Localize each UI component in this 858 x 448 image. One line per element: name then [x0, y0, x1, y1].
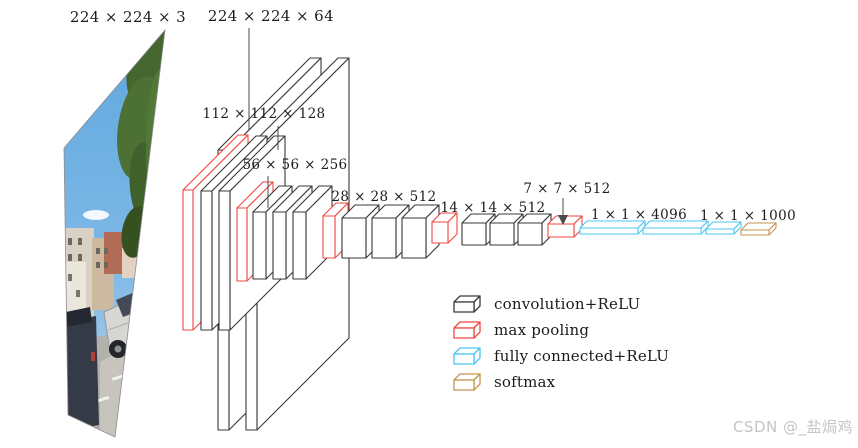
legend-label-convolution: convolution+ReLU — [494, 294, 641, 313]
label-input-224x224x3: 224 × 224 × 3 — [69, 8, 187, 26]
pool-block — [431, 212, 458, 244]
input-image-photo — [63, 28, 166, 438]
pool-box-icon — [453, 320, 481, 339]
legend: convolution+ReLU max pooling fully conne… — [452, 293, 669, 392]
legend-row-convolution: convolution+ReLU — [452, 293, 669, 314]
pointer-lines — [248, 28, 568, 225]
csdn-watermark: CSDN @_盐焗鸡 — [732, 418, 853, 436]
label-conv1-224x224x64: 224 × 224 × 64 — [207, 7, 335, 25]
conv-block — [517, 213, 552, 246]
fc-block — [579, 220, 646, 235]
photo-road-marking — [95, 395, 110, 403]
fc-box-icon — [453, 346, 481, 365]
legend-row-fully-connected: fully connected+ReLU — [452, 345, 669, 366]
arrow-head-icon — [558, 215, 568, 225]
label-fc-out-1x1x1000: 1 × 1 × 1000 — [699, 208, 797, 224]
conv-block — [292, 185, 333, 280]
legend-label-softmax: softmax — [494, 372, 556, 391]
fc-block — [642, 220, 709, 235]
photo-cloud — [83, 210, 109, 220]
legend-label-max-pooling: max pooling — [494, 320, 590, 339]
fc-block — [705, 221, 742, 235]
photo-road-marking — [111, 374, 125, 381]
legend-label-fully-connected: fully connected+ReLU — [494, 346, 670, 365]
layer-boxes — [182, 57, 777, 431]
softmax-block — [740, 222, 777, 236]
label-conv3-56x56x256: 56 × 56 × 256 — [242, 157, 348, 173]
photo-dark-vehicle — [64, 307, 99, 432]
label-conv5-14x14x512: 14 × 14 × 512 — [440, 200, 546, 216]
legend-row-max-pooling: max pooling — [452, 319, 669, 340]
label-pool5-7x7x512: 7 × 7 × 512 — [523, 181, 611, 197]
label-fc-1x1x4096: 1 × 1 × 4096 — [590, 207, 688, 223]
conv-box-icon — [453, 294, 481, 313]
photo-border — [63, 28, 166, 438]
label-conv2-112x112x128: 112 × 112 × 128 — [202, 106, 326, 122]
legend-row-softmax: softmax — [452, 371, 669, 392]
softmax-box-icon — [453, 372, 481, 391]
label-conv4-28x28x512: 28 × 28 × 512 — [331, 189, 437, 205]
